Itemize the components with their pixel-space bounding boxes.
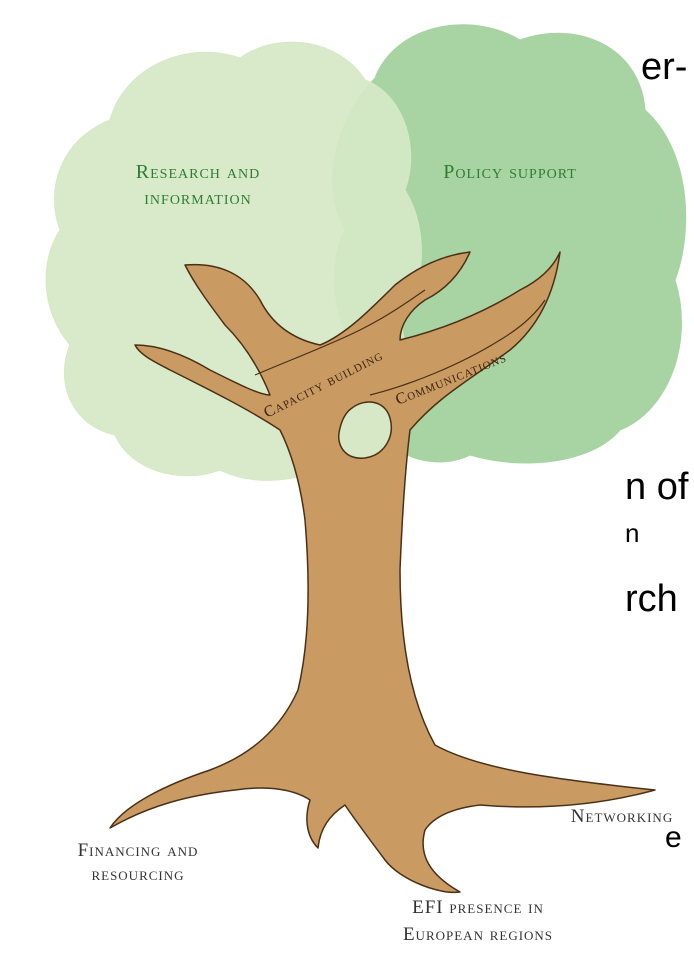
root-label-resourcing: resourcing (91, 864, 184, 885)
root-label-european-regions: European regions (403, 924, 553, 945)
slide-text-fragment: rch (625, 578, 678, 620)
trunk-knot-hole (338, 401, 392, 459)
slide-text-fragment: n of (625, 466, 689, 508)
branch-outline (369, 299, 546, 396)
slide-text-fragment: e (665, 821, 682, 854)
tree-trunk (109, 251, 656, 894)
root-label-efi-presence: EFI presence in (412, 897, 544, 918)
slide-text-fragment: er- (641, 46, 688, 88)
canopy-label-information: information (144, 187, 251, 209)
root-label-networking: Networking (571, 806, 673, 827)
canopy-label-policy-support: Policy support (443, 161, 577, 183)
root-label-financing: Financing and (78, 840, 199, 861)
branch-outline (254, 289, 426, 376)
slide-text-fragment: n (625, 518, 640, 548)
canopy-label-research: Research and (136, 161, 260, 183)
